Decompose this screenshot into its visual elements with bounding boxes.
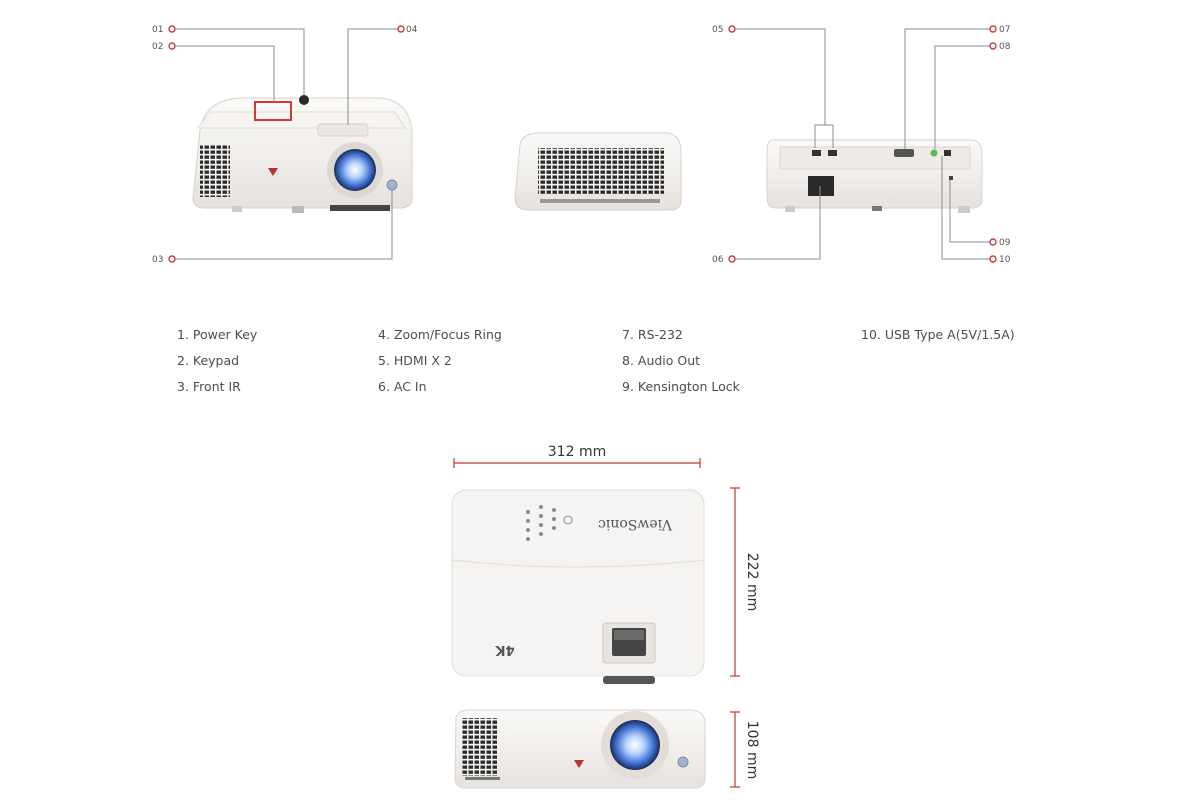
callout-label-07: 07 xyxy=(999,25,1010,35)
legend-item-kensington-lock: 9. Kensington Lock xyxy=(622,379,740,394)
callout-label-04: 04 xyxy=(406,25,418,35)
legend-item-rs232: 7. RS-232 xyxy=(622,327,683,342)
callout-label-02: 02 xyxy=(152,42,163,52)
callout-marker-08 xyxy=(989,42,997,50)
front-vent-grille xyxy=(200,145,230,197)
zoom-focus-ring xyxy=(317,123,369,137)
projector-side-view xyxy=(514,132,682,211)
hdmi-port-1 xyxy=(812,150,821,156)
callout-label-03: 03 xyxy=(152,255,163,265)
ac-in-port xyxy=(808,176,834,196)
projector-top-view: ViewSonic 4K xyxy=(451,489,705,684)
callout-marker-09 xyxy=(989,238,997,246)
front-ir-sensor xyxy=(386,179,398,191)
callout-marker-03 xyxy=(168,255,176,263)
callout-marker-01 xyxy=(168,25,176,33)
callout-label-08: 08 xyxy=(999,42,1011,52)
projector-front-view xyxy=(192,95,413,213)
usb-port xyxy=(944,150,951,156)
callout-label-10: 10 xyxy=(999,255,1011,265)
callout-label-05: 05 xyxy=(712,25,723,35)
callout-labels: 01 02 03 04 05 06 07 08 09 10 xyxy=(152,25,1011,265)
rs232-port xyxy=(894,149,914,157)
height-dimension-label: 108 mm xyxy=(744,721,760,779)
keypad-highlight-box xyxy=(254,101,292,121)
top-keypad xyxy=(526,505,573,541)
legend-item-usb: 10. USB Type A(5V/1.5A) xyxy=(861,327,1015,342)
depth-dimension-label: 222 mm xyxy=(744,553,760,611)
callout-markers xyxy=(168,25,997,263)
callout-marker-10 xyxy=(989,255,997,263)
side-vent-grille xyxy=(538,148,664,194)
dimension-lines xyxy=(453,458,740,788)
callout-marker-02 xyxy=(168,42,176,50)
projector-front-small-view xyxy=(454,709,706,789)
audio-out-port xyxy=(930,149,938,157)
top-brand-logo: ViewSonic xyxy=(598,516,673,532)
callout-marker-06 xyxy=(728,255,736,263)
legend-item-audio-out: 8. Audio Out xyxy=(622,353,701,368)
callout-marker-05 xyxy=(728,25,736,33)
legend-item-keypad: 2. Keypad xyxy=(177,353,240,368)
legend-item-power-key: 1. Power Key xyxy=(177,327,258,342)
callout-label-01: 01 xyxy=(152,25,163,35)
legend-item-front-ir: 3. Front IR xyxy=(177,379,241,394)
legend-item-zoom-focus-ring: 4. Zoom/Focus Ring xyxy=(378,327,502,342)
callout-lines xyxy=(175,28,990,260)
kensington-lock xyxy=(949,176,953,180)
legend-item-ac-in: 6. AC In xyxy=(378,379,427,394)
front-lens xyxy=(334,149,376,191)
width-dimension-label: 312 mm xyxy=(548,444,606,460)
power-key xyxy=(299,95,309,105)
projector-rear-view xyxy=(766,139,983,213)
callout-label-06: 06 xyxy=(712,255,724,265)
callout-marker-07 xyxy=(989,25,997,33)
top-4k-badge: 4K xyxy=(495,642,515,657)
callout-label-09: 09 xyxy=(999,238,1011,248)
callout-marker-04 xyxy=(397,25,405,33)
brand-logo xyxy=(268,168,278,176)
legend-item-hdmi: 5. HDMI X 2 xyxy=(378,353,452,368)
hdmi-port-2 xyxy=(828,150,837,156)
